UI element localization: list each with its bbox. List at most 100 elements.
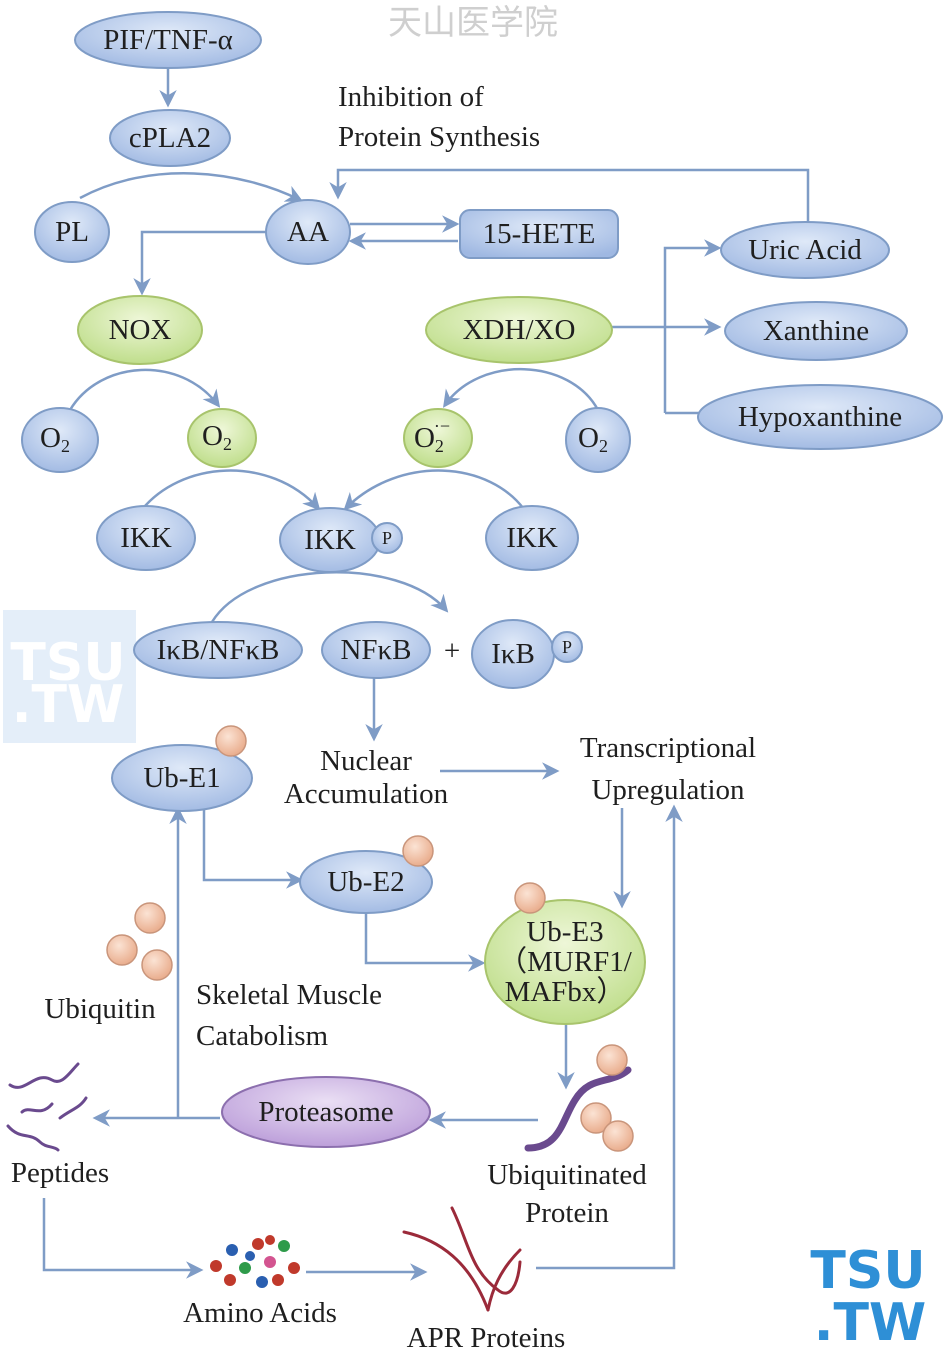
node-label: IKK xyxy=(120,522,172,554)
arrow-e1-e2 xyxy=(202,810,304,889)
subscript: 2 xyxy=(61,436,70,456)
node-xdh-xo: XDH/XO xyxy=(425,296,613,364)
label-amino-acids: Amino Acids xyxy=(183,1297,337,1329)
arrow-uric-inhibition xyxy=(329,168,810,222)
node-label: 15-HETE xyxy=(483,218,596,250)
node-label: NFκB xyxy=(340,634,411,666)
node-o2-mid: O2 xyxy=(187,408,257,468)
node-pif-tnf: PIF/TNF-α xyxy=(74,11,262,69)
free-ubiquitin-cluster xyxy=(106,902,173,981)
node-label: Ub-E1 xyxy=(143,762,220,794)
node-label: Ub-E3 xyxy=(526,916,603,948)
arrow-peptides-aminoacids xyxy=(42,1198,204,1279)
arrow-o2-superoxide xyxy=(442,367,600,411)
node-ikk-phosphorylated: IKK P xyxy=(279,507,403,573)
node-nfkb: NFκB xyxy=(321,621,431,679)
node-label: O xyxy=(202,420,223,452)
node-xanthine: Xanthine xyxy=(724,301,908,361)
ubiquitinated-protein-graphic xyxy=(524,1044,634,1152)
watermark-tsu-text: TSU xyxy=(810,1241,925,1301)
ubiquitin-bead xyxy=(215,725,247,757)
node-label: XDH/XO xyxy=(463,314,576,346)
apr-proteins-graphic xyxy=(402,1206,522,1312)
node-ikb-phosphorylated: IκB P xyxy=(471,619,583,689)
arrow-to-uric xyxy=(663,239,722,413)
peptides-graphic xyxy=(6,1062,88,1152)
watermark-tsu-right: TSU .TW xyxy=(810,1241,926,1353)
watermark-tw-text: .TW xyxy=(12,675,125,735)
node-label: O xyxy=(40,422,61,454)
node-cpla2: cPLA2 xyxy=(109,109,231,167)
node-ikk-left: IKK xyxy=(96,505,196,571)
watermark-tsu-left: TSU .TW xyxy=(3,610,136,743)
node-label: Hypoxanthine xyxy=(738,401,902,433)
arrow-apr-transcriptional xyxy=(536,804,683,1270)
svg-text:O2·−: O2·− xyxy=(414,416,450,456)
node-label: IκB xyxy=(491,638,535,670)
node-label: Ub-E2 xyxy=(327,866,404,898)
subscript: 2 xyxy=(223,434,232,454)
watermark-tw-text: .TW xyxy=(814,1293,927,1353)
phospho-label: P xyxy=(382,528,392,548)
node-label: PL xyxy=(55,216,89,248)
watermark-chinese: 天山医学院 xyxy=(388,3,558,43)
plus-sign: + xyxy=(444,635,460,667)
node-label: cPLA2 xyxy=(129,122,211,154)
arrow-e2-e3 xyxy=(364,910,486,972)
arrow-pl-aa xyxy=(79,172,304,202)
node-ikk-right: IKK xyxy=(485,505,579,571)
node-o2-left: O2 xyxy=(21,407,99,473)
node-pl: PL xyxy=(34,201,110,263)
label-ubiquitinated-line1: Ubiquitinated xyxy=(487,1159,647,1191)
arrow-ikb-dissociation xyxy=(210,571,449,623)
ubiquitin-bead xyxy=(402,835,434,867)
node-ikb-nfkb: IκB/NFκB xyxy=(133,621,303,679)
label-ubiquitinated-line2: Protein xyxy=(525,1197,609,1229)
watermark-tsu-text: TSU xyxy=(10,633,125,693)
label-apr-proteins: APR Proteins xyxy=(407,1322,566,1354)
label-nuclear-line1: Nuclear xyxy=(320,745,412,777)
phospho-label: P xyxy=(562,637,572,657)
node-ub-e1: Ub-E1 xyxy=(111,725,253,812)
node-label: IκB/NFκB xyxy=(157,634,280,666)
node-nox: NOX xyxy=(77,295,203,365)
label-transcriptional-line1: Transcriptional xyxy=(580,732,756,764)
label-skeletal-line1: Skeletal Muscle xyxy=(196,979,382,1011)
node-proteasome: Proteasome xyxy=(221,1076,431,1148)
node-ub-e2: Ub-E2 xyxy=(299,835,434,914)
node-aa: AA xyxy=(265,199,351,265)
amino-acids-graphic xyxy=(210,1235,300,1288)
label-nuclear-line2: Accumulation xyxy=(284,778,449,810)
subscript: 2 xyxy=(435,436,444,456)
label-inhibition-line1: Inhibition of xyxy=(338,81,484,113)
node-hypoxanthine: Hypoxanthine xyxy=(697,384,943,450)
arrow-ikk-right-p xyxy=(343,469,528,513)
arrow-o2-o2 xyxy=(68,368,221,411)
subscript: 2 xyxy=(599,436,608,456)
node-superoxide: O2·− xyxy=(403,408,473,468)
node-label: IKK xyxy=(506,522,558,554)
label-skeletal-line2: Catabolism xyxy=(196,1020,329,1052)
node-label: AA xyxy=(287,216,329,248)
node-label: O xyxy=(578,422,599,454)
label-inhibition-line2: Protein Synthesis xyxy=(338,121,540,153)
superscript: ·− xyxy=(434,416,450,436)
arrow-ikk-left-p xyxy=(139,469,321,513)
label-transcriptional-line2: Upregulation xyxy=(591,774,745,806)
ubiquitin-bead xyxy=(514,882,546,914)
node-label: NOX xyxy=(109,314,172,346)
node-label: Proteasome xyxy=(258,1096,393,1128)
node-label: （MURF1/ xyxy=(498,946,633,978)
node-uric-acid: Uric Acid xyxy=(720,221,890,279)
node-15-hete: 15-HETE xyxy=(459,209,619,259)
node-label: MAFbx） xyxy=(505,976,626,1008)
label-ubiquitin: Ubiquitin xyxy=(44,993,156,1025)
arrow-aa-nox xyxy=(133,230,266,296)
node-ub-e3: Ub-E3 （MURF1/ MAFbx） xyxy=(484,882,646,1025)
label-peptides: Peptides xyxy=(11,1157,109,1189)
node-label: PIF/TNF-α xyxy=(103,24,233,56)
svg-text:O2: O2 xyxy=(40,422,70,456)
node-label: IKK xyxy=(304,524,356,556)
svg-text:O2: O2 xyxy=(578,422,608,456)
